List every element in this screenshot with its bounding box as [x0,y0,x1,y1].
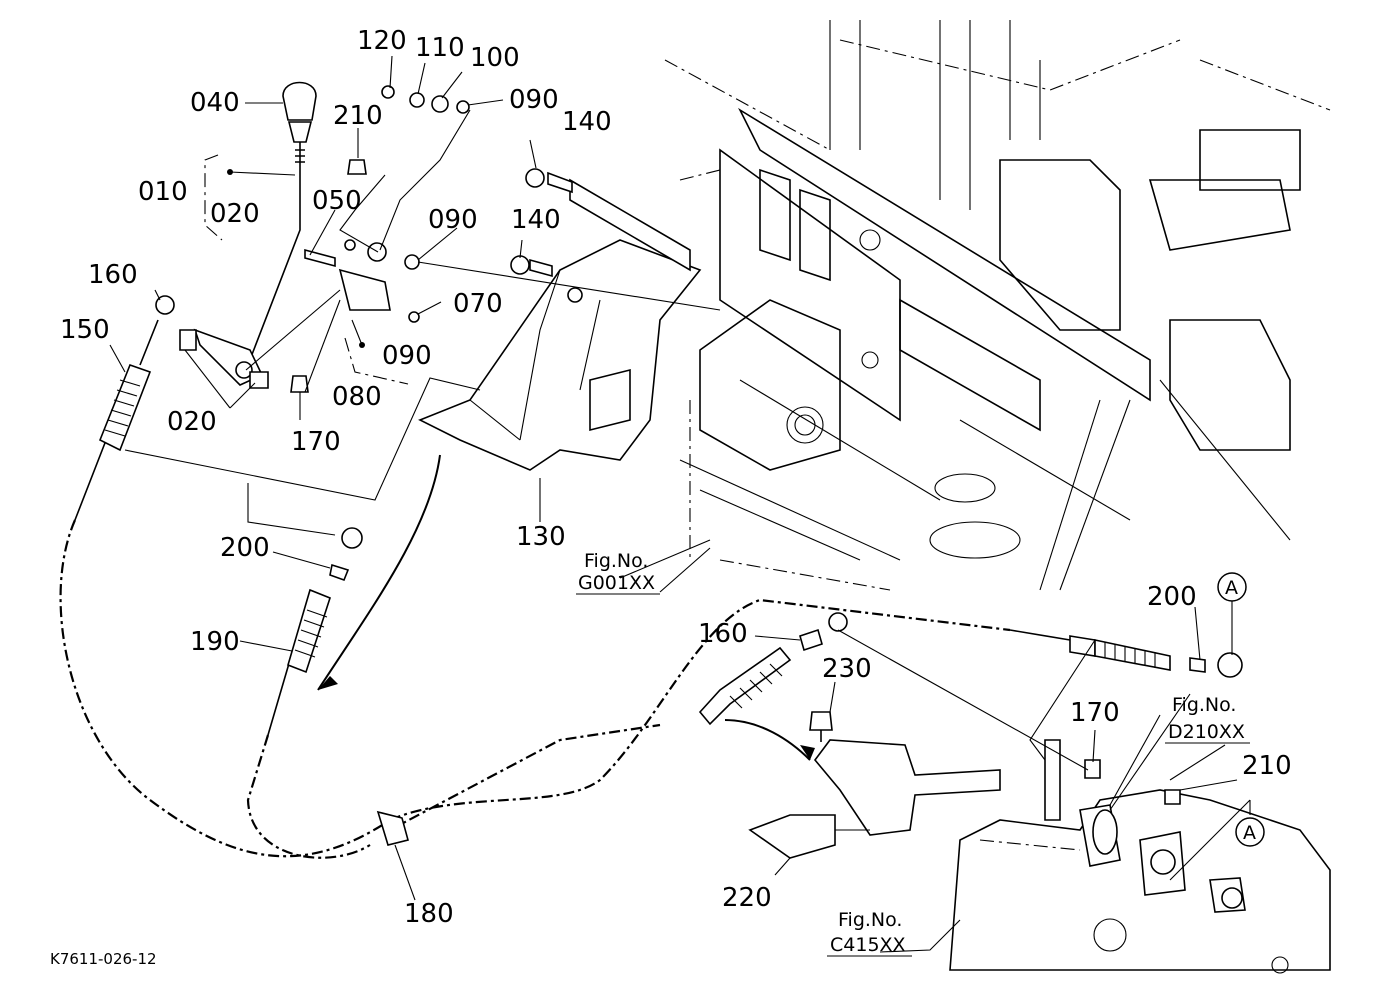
callout-labels: 040 120 110 100 090 210 140 010 020 050 … [60,26,1292,929]
marker-a-top-text: A [1225,577,1238,599]
label-160-top: 160 [88,260,138,290]
figure-references: Fig.No. G001XX Fig.No. D210XX Fig.No. C4… [576,550,1250,957]
label-130: 130 [516,522,566,552]
marker-a-top [1217,572,1247,602]
label-190: 190 [190,627,240,657]
label-170-top: 170 [291,427,341,457]
transmission-case [949,739,1331,974]
label-230: 230 [822,654,872,684]
label-210-low: 210 [1242,751,1292,781]
diagram-code: K7611-026-12 [50,950,157,968]
connection-markers: A A [1217,572,1265,847]
label-070: 070 [453,289,503,319]
ref-c415-title: Fig.No. [838,909,902,931]
label-050: 050 [312,186,362,216]
label-180: 180 [404,899,454,929]
leader-lines [109,55,1251,953]
label-200-right: 200 [1147,582,1197,612]
marker-a-low-text: A [1243,822,1256,844]
label-110: 110 [415,33,465,63]
pedal-bracket [418,168,702,471]
label-080: 080 [332,382,382,412]
lower-bracket [748,711,1001,859]
label-150: 150 [60,315,110,345]
label-140-top: 140 [562,107,612,137]
ref-g001-code: G001XX [578,572,655,594]
label-140-mid: 140 [511,205,561,235]
label-090-mid: 090 [428,205,478,235]
ref-c415-code: C415XX [830,934,906,956]
label-160-low: 160 [698,619,748,649]
label-090-low: 090 [382,341,432,371]
gear-lever [179,81,470,393]
knob-040 [282,81,317,121]
marker-a-low [1235,817,1265,847]
label-120: 120 [357,26,407,56]
label-170-low: 170 [1070,698,1120,728]
chassis-frame [664,20,1331,591]
shift-cables [59,295,1243,859]
label-010: 010 [138,177,188,207]
label-020-top: 020 [210,199,260,229]
label-200-left: 200 [220,533,270,563]
label-020-low: 020 [167,407,217,437]
ref-d210-title: Fig.No. [1172,694,1236,716]
label-040: 040 [190,88,240,118]
label-090-top: 090 [509,85,559,115]
label-210-top: 210 [333,101,383,131]
label-100: 100 [470,43,520,73]
ref-d210-code: D210XX [1168,721,1245,743]
ref-g001-title: Fig.No. [584,550,648,572]
label-220: 220 [722,883,772,913]
